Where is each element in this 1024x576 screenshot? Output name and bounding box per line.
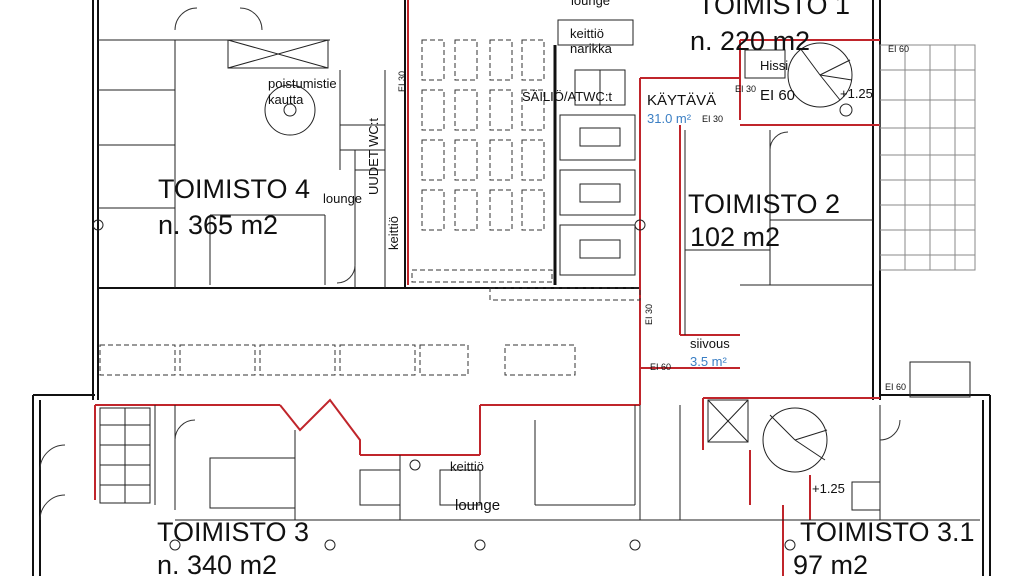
toimisto1-2-rooms (684, 42, 976, 335)
siivous-area: 3.5 m² (690, 354, 728, 369)
toimisto2-area: 102 m2 (690, 222, 780, 252)
ei60-lower-label: EI 60 (885, 382, 906, 392)
kautta-label: kautta (268, 92, 304, 107)
ei30-corridor-label: EI 30 (702, 114, 723, 124)
uudet-wc-label: UUDET WC:t (366, 118, 381, 195)
ei60-right-label: EI 60 (888, 44, 909, 54)
lounge-left-label: lounge (323, 191, 362, 206)
ei60-siivous-label: EI 60 (650, 362, 671, 372)
middle-desk-row (99, 287, 641, 376)
toimisto4-name: TOIMISTO 4 (158, 174, 310, 204)
ei30-top-label: EI 30 (735, 84, 756, 94)
sailio-label: SÄILIÖ/ATWC:t (522, 89, 612, 104)
ei60-main-label: EI 60 (760, 87, 795, 104)
keittio-bottom-label: keittiö (450, 459, 484, 474)
poistumistie-label: poistumistie (268, 76, 337, 91)
toimisto3-name: TOIMISTO 3 (157, 517, 309, 547)
toimisto1-name: TOIMISTO 1 (698, 0, 850, 20)
lounge-top-label: lounge (571, 0, 610, 8)
keittio-left-label: keittiö (386, 216, 401, 250)
toimisto31-area: 97 m2 (793, 550, 868, 576)
keittio-top-label: keittiö (570, 26, 604, 41)
toimisto2-name: TOIMISTO 2 (688, 189, 840, 219)
ei30-vertical-label: EI 30 (644, 304, 654, 325)
toimisto3-area: n. 340 m2 (157, 550, 277, 576)
kaytava-name: KÄYTÄVÄ (647, 92, 716, 109)
toimisto4-area: n. 365 m2 (158, 210, 278, 240)
toimisto31-name: TOIMISTO 3.1 (800, 517, 975, 547)
siivous-name: siivous (690, 336, 730, 351)
level-upper-label: +1.25 (840, 86, 873, 101)
toimisto4-rooms (98, 7, 386, 288)
room-labels: TOIMISTO 1 n. 220 m2 TOIMISTO 2 102 m2 T… (157, 0, 975, 576)
central-open-office (404, 0, 636, 288)
narikka-label: narikka (570, 41, 613, 56)
ei30-left-label: EI 30 (397, 71, 407, 92)
kaytava-area: 31.0 m² (647, 111, 692, 126)
toimisto1-area: n. 220 m2 (690, 26, 810, 56)
lounge-bottom-label: lounge (455, 497, 500, 514)
hissi-label: Hissi (760, 58, 788, 73)
fire-compartment-lines (94, 39, 880, 576)
level-lower-label: +1.25 (812, 481, 845, 496)
toimisto3-rooms (39, 219, 980, 551)
